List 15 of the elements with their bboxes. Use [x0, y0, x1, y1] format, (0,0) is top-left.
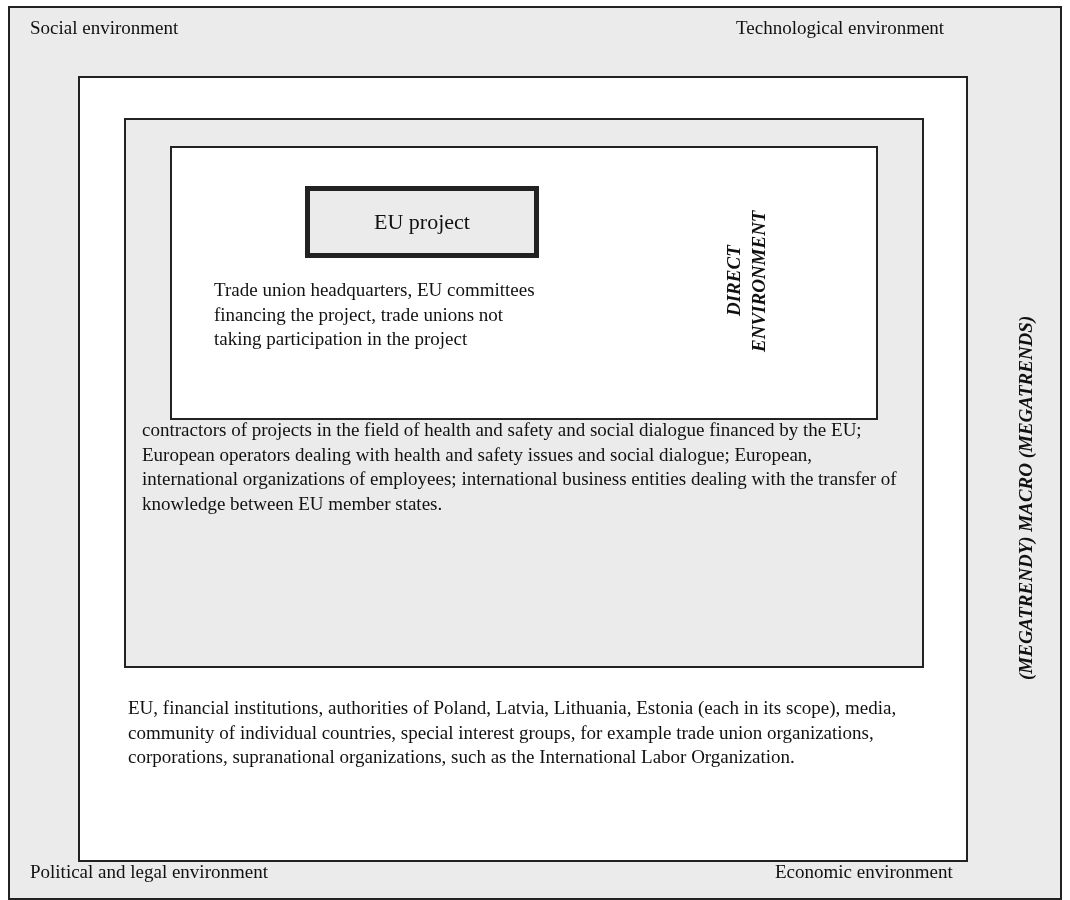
direct-environment-box: [170, 146, 878, 420]
macro-environment-box: [8, 6, 1062, 900]
sector-environment-box: [124, 118, 924, 668]
environment-label: Technological environment: [736, 16, 945, 40]
project-title: EU project: [373, 207, 471, 236]
project-box: [305, 186, 539, 258]
environment-label: Economic environment: [775, 860, 953, 884]
indirect-environment-box: [78, 76, 968, 862]
stakeholder-list: Trade union headquarters, EU committees financing the project, trade unions not taking participation in the project: [214, 278, 554, 353]
vertical-heading: DIRECT ENVIRONMENT: [722, 209, 770, 354]
vertical-heading: (MEGATRENDY) MACRO (MEGATRENDS): [1014, 314, 1037, 683]
stakeholder-list: EU, financial institutions, authorities of Poland, Latvia, Lithuania, Estonia (each in its scope), media, community of individual countries, special interest groups, for example trade union organizations, corporations, supranational organizations, such as the International Labor Organization.: [128, 696, 958, 771]
environment-label: Political and legal environment: [30, 860, 268, 884]
stakeholder-list: contractors of projects in the field of health and safety and social dialogue financed by the EU; European operators dealing with health and safety issues and social dialogue; European, international organizations of employees; international business entities dealing with the transfer of knowledge between EU member states.: [142, 418, 912, 517]
environment-label: Social environment: [30, 16, 179, 40]
